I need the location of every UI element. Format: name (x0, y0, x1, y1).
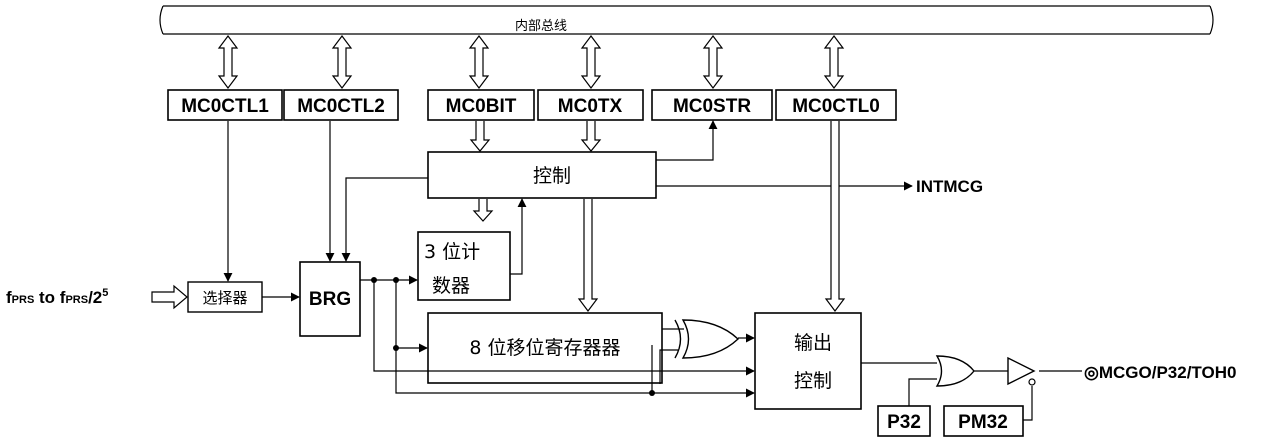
control-to-brg-wire (341, 177, 428, 262)
shift-register-label: 8 位移位寄存器器 (469, 337, 620, 359)
control-label: 控制 (533, 165, 571, 187)
counter-block (417, 231, 511, 301)
pm32-register (943, 405, 1024, 437)
control-block (427, 151, 657, 199)
selector-label: 选择器 (202, 289, 247, 307)
mc0ctl0-register (775, 89, 897, 121)
pm32-label: PM32 (958, 412, 1008, 433)
mc0ctl0-to-output-arrow (824, 121, 846, 312)
mc0ctl1-register (167, 89, 283, 121)
bus-label: 内部总线 (515, 18, 567, 34)
data-bus-arrows (472, 121, 846, 312)
selector-block (187, 281, 263, 313)
tristate-buffer (1007, 356, 1036, 386)
mc0ctl2-label: MC0CTL2 (297, 96, 385, 117)
counter-label-line2: 数器 (432, 275, 470, 297)
or-gate (935, 355, 975, 387)
bus-arrow-mc0str (702, 35, 724, 89)
p32-label: P32 (887, 412, 921, 433)
junction-dots (371, 277, 655, 396)
register-to-control-arrows (469, 121, 602, 152)
clock-input-arrow (151, 284, 188, 310)
mc0bit-label: MC0BIT (446, 96, 517, 117)
intmcg-label: INTMCG (916, 177, 983, 196)
signal-wires (223, 120, 1082, 421)
mc0ctl2-register (283, 89, 399, 121)
output-control-label-line2: 控制 (794, 370, 832, 392)
control-to-shift-arrow (577, 199, 599, 312)
xor-feedback-wire (659, 349, 678, 384)
output-control-block (754, 312, 862, 410)
mc0bit-to-control-arrow (469, 121, 491, 152)
mc0tx-label: MC0TX (558, 96, 623, 117)
counter-to-control-wire (510, 198, 527, 275)
mc0ctl0-label: MC0CTL0 (792, 96, 880, 117)
register-row: MC0CTL1 MC0CTL2 MC0BIT MC0TX MC0STR MC0C… (167, 89, 897, 121)
p32-register (877, 405, 931, 437)
brg-label: BRG (309, 289, 351, 310)
bus-arrow-mc0tx (580, 35, 602, 89)
pm32-to-buffer-wire (1023, 386, 1033, 421)
clock-input-label: fPRS to fPRS/25 (6, 287, 108, 307)
internal-bus: 内部总线 (159, 5, 1214, 35)
brg-clock-bus (395, 280, 653, 394)
bus-arrow-mc0bit (468, 35, 490, 89)
brg-to-output-wire (373, 280, 755, 376)
mc0tx-register (537, 89, 644, 121)
brg-block (299, 261, 361, 337)
xor-gate (674, 319, 740, 359)
mc0bit-register (427, 89, 535, 121)
mc0str-register (651, 89, 773, 121)
counter-label-line1: 3 位计 (424, 241, 480, 263)
bus-arrow-mc0ctl2 (331, 35, 353, 89)
bus-arrow-mc0ctl1 (217, 35, 239, 89)
control-to-mc0str-wire (656, 120, 718, 161)
mc0str-label: MC0STR (673, 96, 751, 117)
mc0ctl1-label: MC0CTL1 (181, 96, 269, 117)
output-control-label-line1: 输出 (794, 332, 832, 354)
bus-arrow-mc0ctl0 (823, 35, 845, 89)
control-to-counter-arrow (472, 199, 494, 222)
bus-arrows (217, 35, 845, 89)
output-pin-label: ◎MCGO/P32/TOH0 (1084, 363, 1236, 382)
mc0tx-to-control-arrow (580, 121, 602, 152)
p32-to-or-wire (908, 378, 937, 406)
